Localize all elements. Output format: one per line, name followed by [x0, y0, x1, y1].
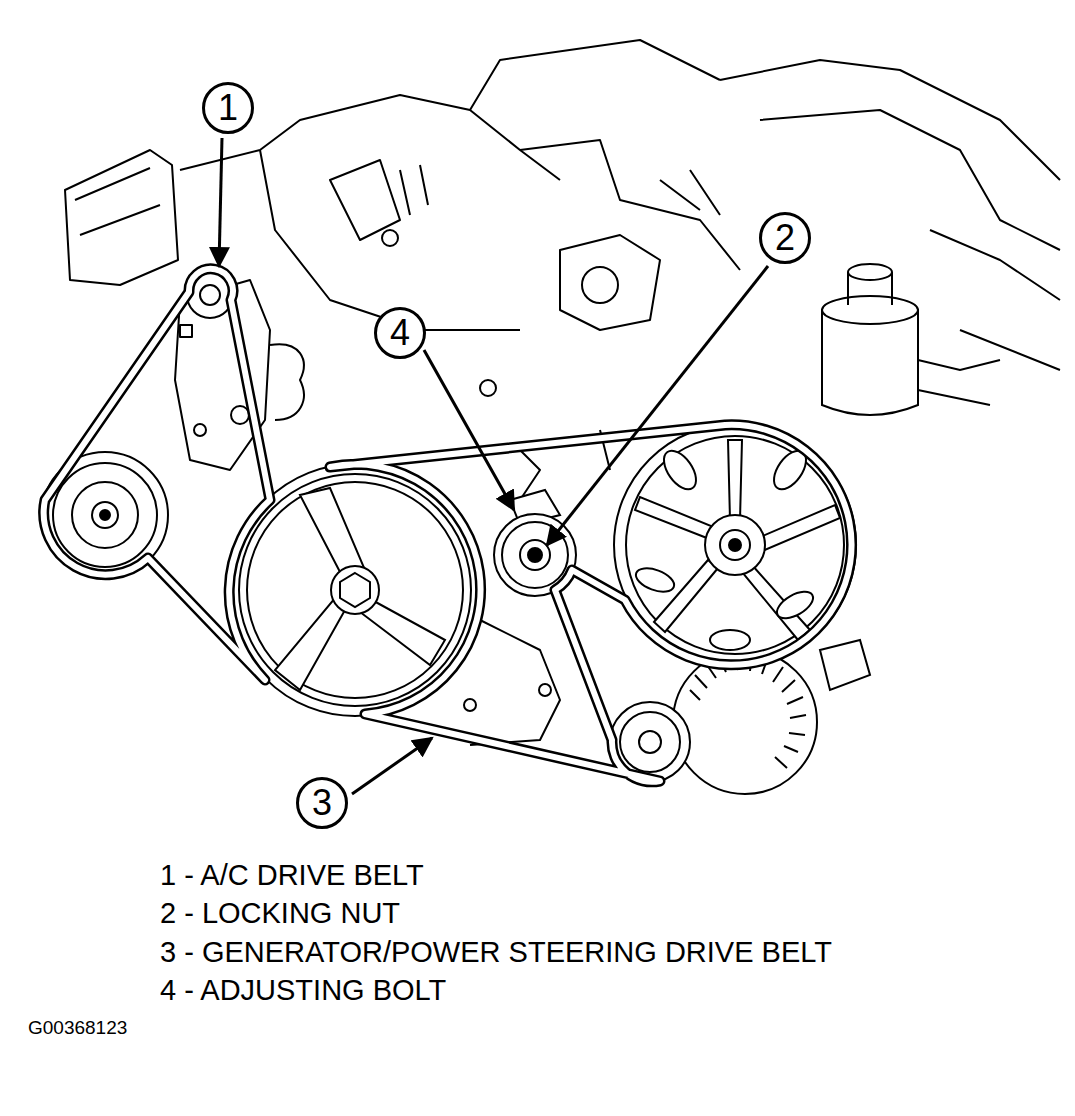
leader-line: [424, 350, 514, 510]
engine-block: [660, 170, 720, 215]
generator: [673, 650, 817, 794]
callout-number: 3: [312, 785, 332, 821]
engine-block: [75, 168, 160, 235]
pulley: [528, 548, 542, 562]
callout-number: 4: [390, 315, 410, 351]
pulley: [275, 488, 445, 690]
leader-line: [547, 266, 768, 545]
pulley: [729, 539, 741, 551]
legend-line: 4 - ADJUSTING BOLT: [160, 975, 446, 1007]
pulley: [340, 573, 370, 607]
ac-bracket: [231, 406, 249, 424]
ac-bracket: [194, 424, 206, 436]
engine-block: [330, 160, 400, 240]
engine-block: [930, 230, 1060, 370]
pulley: [720, 530, 750, 560]
engine-block: [520, 140, 740, 270]
callout-circle: 1: [202, 82, 254, 134]
engine-block: [65, 150, 178, 285]
pulley: [520, 540, 550, 570]
pulley: [42, 272, 856, 782]
pulley: [705, 515, 765, 575]
power-steering-reservoir: [822, 310, 918, 415]
leader-line: [219, 138, 222, 266]
engine-block: [464, 699, 476, 711]
engine-block: [400, 165, 428, 215]
callout-circle: 2: [759, 212, 811, 264]
drive-belt: [44, 269, 852, 782]
pulley: [53, 463, 157, 567]
pulley: [247, 482, 463, 698]
leader-line: [219, 138, 768, 794]
power-steering-reservoir: [822, 296, 918, 324]
legend-line: 1 - A/C DRIVE BELT: [160, 860, 424, 892]
pulley: [626, 436, 844, 654]
pulley: [620, 712, 680, 772]
engine-block: [260, 150, 520, 330]
pulley: [639, 731, 661, 753]
power-steering-reservoir: [918, 360, 1000, 405]
pulley: [239, 474, 471, 706]
pulley: [72, 482, 138, 548]
legend-line: 3 - GENERATOR/POWER STEERING DRIVE BELT: [160, 937, 832, 969]
pulley: [773, 586, 818, 623]
power-steering-reservoir: [822, 264, 1000, 415]
drive-belt: [44, 269, 270, 680]
callout-circle: 3: [296, 777, 348, 829]
engine-block: [382, 230, 398, 246]
ac-bracket: [270, 344, 304, 420]
pulley: [92, 502, 118, 528]
drive-belt: [44, 269, 270, 680]
callout-number: 1: [218, 90, 238, 126]
engine-block: [582, 267, 618, 303]
ac-bracket: [180, 325, 192, 337]
pulley: [100, 510, 110, 520]
pulley: [331, 566, 379, 614]
drive-belt: [330, 425, 852, 782]
engine-block: [65, 40, 1060, 745]
engine-block: [560, 235, 660, 330]
drive-belt: [330, 425, 852, 782]
engine-block: [470, 620, 560, 745]
engine-block: [470, 40, 720, 110]
callout-circle: 4: [374, 307, 426, 359]
figure-code: G00368123: [28, 1018, 127, 1039]
legend-line: 2 - LOCKING NUT: [160, 898, 400, 930]
pulley: [633, 564, 677, 596]
leader-line: [352, 738, 432, 794]
callout-number: 2: [775, 220, 795, 256]
pulley: [658, 445, 703, 495]
engine-block: [539, 684, 551, 696]
generator: [690, 652, 806, 768]
pulley: [200, 285, 220, 305]
generator: [820, 640, 870, 690]
power-steering-reservoir: [848, 264, 892, 280]
pulley: [710, 630, 750, 650]
engine-block: [480, 380, 496, 396]
pulley: [635, 440, 840, 640]
